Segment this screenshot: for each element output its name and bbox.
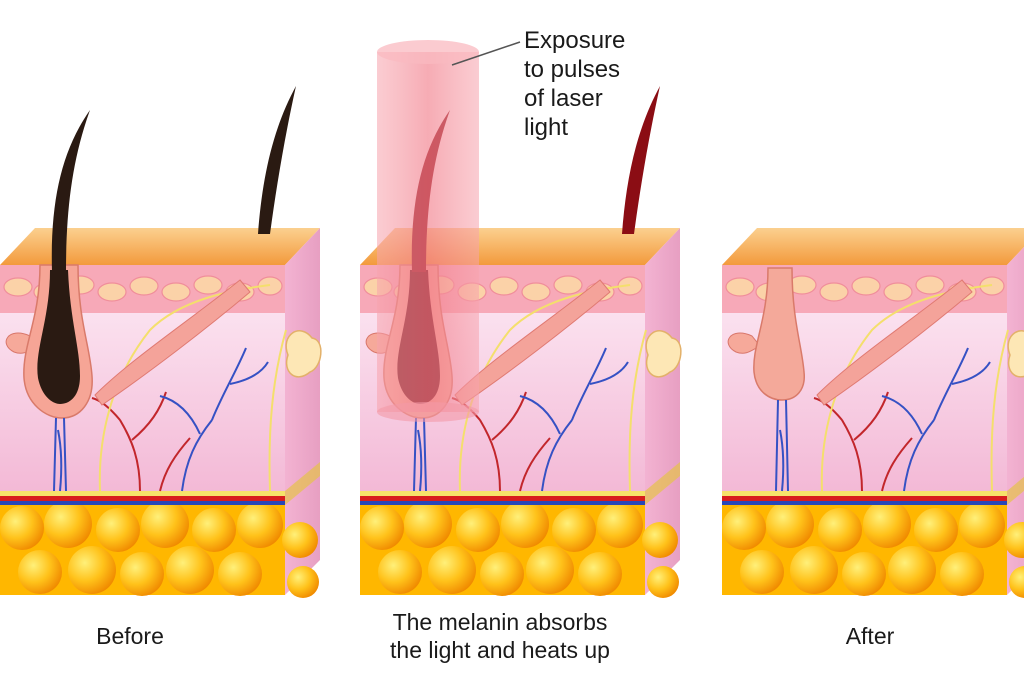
fat-cells [0,500,319,598]
callout-line-1: Exposure [524,27,626,54]
hair-bulb-dark [37,270,80,404]
caption-middle: The melanin absorbs the light and heats … [330,608,670,664]
callout-line-3: of laser [524,85,603,112]
caption-middle-line-1: The melanin absorbs [392,609,608,635]
caption-after: After [780,622,960,650]
follicle-vessels [413,417,427,492]
hair-shaft-back-heated [622,86,660,234]
callout-line-4: light [524,114,569,141]
panel-laser [365,40,660,492]
sweat-gland [285,330,322,378]
vessel-band-side [285,462,320,505]
arrector-muscle [94,279,251,406]
caption-after-text: After [845,623,895,649]
hair-shaft-back [258,86,296,234]
vein-band [0,501,285,505]
caption-before-text: Before [96,623,164,649]
block-side-face [285,228,320,595]
empty-follicle [753,267,805,401]
follicle-vessels [53,417,67,492]
callout-line-2: to pulses [524,56,621,83]
panel-after [727,267,805,492]
callout-leader-line [451,41,521,66]
laser-beam-bottom [377,402,479,422]
artery-band [0,496,285,501]
nerve-band [0,491,285,496]
panel-before [5,86,296,492]
laser-beam-top [377,40,479,64]
caption-before: Before [40,622,220,650]
capillaries-blue [57,347,269,492]
skin-surface [0,228,320,265]
laser-callout-label: Exposure to pulses of laser light [524,26,704,142]
hair-shaft-dark [51,110,90,272]
follicle-vessels [775,399,789,492]
caption-middle-line-2: the light and heats up [390,637,610,663]
laser-beam [377,52,479,412]
